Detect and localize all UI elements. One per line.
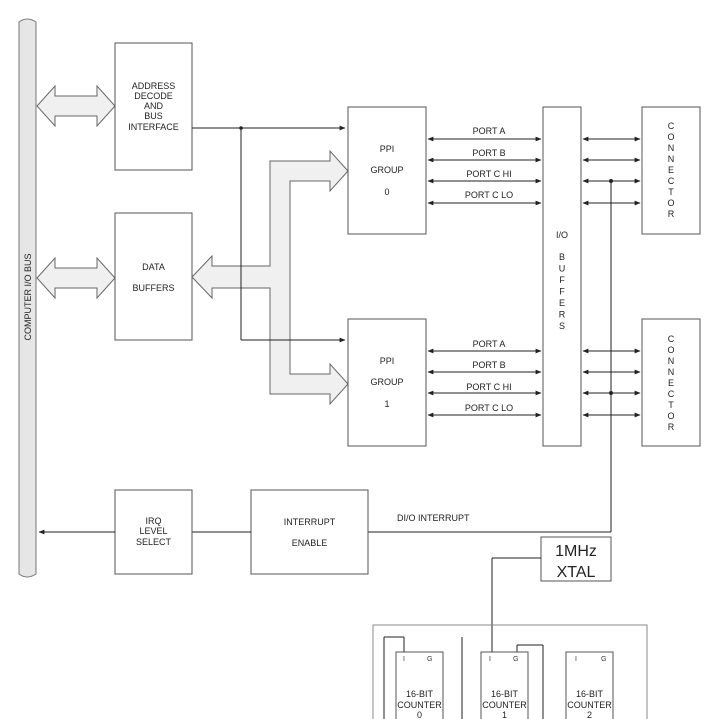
ppi1-line-2: GROUP (370, 377, 403, 387)
connector-0-letter: R (668, 209, 675, 219)
ppi-group-0: PPI GROUP 0 (347, 106, 427, 235)
counter0-line-1: 16-BIT (406, 689, 434, 699)
counter1-pin-g: G (513, 656, 518, 663)
interrupt-enable-block: INTERRUPT ENABLE (250, 489, 369, 575)
io-buffers-letter: U (559, 264, 566, 274)
bus-label: COMPUTER I/O BUS (23, 253, 33, 340)
connector-1-letter: O (667, 345, 674, 355)
io-buffers-letter: F (559, 275, 565, 285)
counter0-line-3: 0 (417, 710, 422, 719)
connector-0-letter: T (668, 187, 674, 197)
data-buffers-block: DATA BUFFERS (114, 212, 193, 341)
ppi0-port-lines: PORT A PORT B PORT C HI PORT C LO (427, 126, 542, 206)
counter1-line-3: 1 (502, 710, 507, 719)
connector-0-letter: N (668, 154, 675, 164)
data-buffers-line-1: DATA (142, 262, 165, 272)
connector-0-letter: C (668, 121, 675, 131)
counter1-line-1: 16-BIT (491, 689, 519, 699)
counter1-pin-i: I (489, 656, 491, 663)
address-bus-double-arrow (36, 84, 116, 128)
xtal-line-1: 1MHz (555, 543, 597, 560)
dio-interrupt-line: DI/O INTERRUPT (368, 179, 613, 533)
io-buffers-word: BUFFERS (559, 252, 566, 331)
irq-line-1: IRQ (145, 516, 161, 526)
ppi1-line-3: 1 (384, 399, 389, 409)
counter-2: I G 16-BIT COUNTER 2 (565, 651, 614, 719)
connector-0-letter: C (668, 176, 675, 186)
irq-line-3: SELECT (136, 537, 172, 547)
connector-1-letter: E (668, 378, 674, 388)
io-buffers-title: I/O (556, 230, 568, 240)
connector-0-letter: O (667, 198, 674, 208)
connector-0-letter: N (668, 143, 675, 153)
connector-1-letter: C (668, 389, 675, 399)
counter2-pin-i: I (575, 656, 577, 663)
ppi1-port-a-label: PORT A (473, 339, 506, 349)
io-buffers-letter: F (559, 287, 565, 297)
counter2-line-2: COUNTER (567, 700, 612, 710)
connector-1-letter: O (667, 411, 674, 421)
io-buffers-letter: S (559, 321, 565, 331)
counter-1: I G 16-BIT COUNTER 1 (480, 651, 529, 719)
computer-io-bus: COMPUTER I/O BUS (18, 18, 37, 578)
address-line-4: BUS (144, 111, 163, 121)
address-line-5: INTERFACE (128, 122, 179, 132)
internal-data-bus-arrow (191, 149, 349, 406)
connector-1-letter: N (668, 356, 675, 366)
counter0-pin-i: I (403, 656, 405, 663)
connector-0-letter: O (667, 132, 674, 142)
io-buffers-letter: R (559, 310, 566, 320)
io-buffers-block: I/O BUFFERS (542, 106, 582, 447)
ppi1-line-1: PPI (380, 356, 395, 366)
data-bus-double-arrow (36, 256, 116, 300)
xtal-block: 1MHz XTAL (540, 536, 612, 582)
connector-0-letter: E (668, 165, 674, 175)
ppi1-port-c-hi-label: PORT C HI (466, 382, 511, 392)
ppi0-line-1: PPI (380, 144, 395, 154)
io-buffers-letter: E (559, 298, 565, 308)
connector-1-letter: N (668, 367, 675, 377)
counter-0: I G 16-BIT COUNTER 0 (395, 651, 444, 719)
connector-1-letter: T (668, 400, 674, 410)
counter2-line-1: 16-BIT (576, 689, 604, 699)
counter0-pin-g: G (427, 656, 432, 663)
xtal-line-2: XTAL (557, 564, 596, 581)
irq-line-2: LEVEL (139, 526, 167, 536)
interrupt-line-2: ENABLE (292, 538, 328, 548)
dio-interrupt-label: DI/O INTERRUPT (397, 513, 470, 523)
connector-1-letter: R (668, 422, 675, 432)
address-control-lines (192, 125, 346, 343)
ppi0-line-3: 0 (384, 187, 389, 197)
ppi-group-1: PPI GROUP 1 (347, 318, 427, 447)
data-buffers-line-2: BUFFERS (132, 283, 174, 293)
counter-section (372, 624, 648, 719)
ppi1-port-c-lo-label: PORT C LO (465, 403, 513, 413)
connector-1-letter: C (668, 334, 675, 344)
ppi0-port-a-label: PORT A (473, 126, 506, 136)
ppi1-port-b-label: PORT B (472, 360, 505, 370)
counter1-line-2: COUNTER (482, 700, 527, 710)
interrupt-line-1: INTERRUPT (284, 517, 336, 527)
ppi1-port-lines: PORT A PORT B PORT C HI PORT C LO (427, 339, 542, 418)
address-line-1: ADDRESS (132, 81, 176, 91)
ppi0-port-c-hi-label: PORT C HI (466, 169, 511, 179)
counter2-pin-g: G (601, 656, 606, 663)
ppi0-port-b-label: PORT B (472, 148, 505, 158)
address-line-2: DECODE (134, 91, 173, 101)
ppi0-line-2: GROUP (370, 165, 403, 175)
counter0-line-2: COUNTER (397, 700, 442, 710)
io-buffers-letter: B (559, 252, 565, 262)
ppi0-port-c-lo-label: PORT C LO (465, 190, 513, 200)
counter2-line-3: 2 (587, 710, 592, 719)
address-decode-block: ADDRESS DECODE AND BUS INTERFACE (114, 42, 193, 171)
address-line-3: AND (144, 101, 164, 111)
irq-level-select-block: IRQ LEVEL SELECT (114, 489, 193, 575)
